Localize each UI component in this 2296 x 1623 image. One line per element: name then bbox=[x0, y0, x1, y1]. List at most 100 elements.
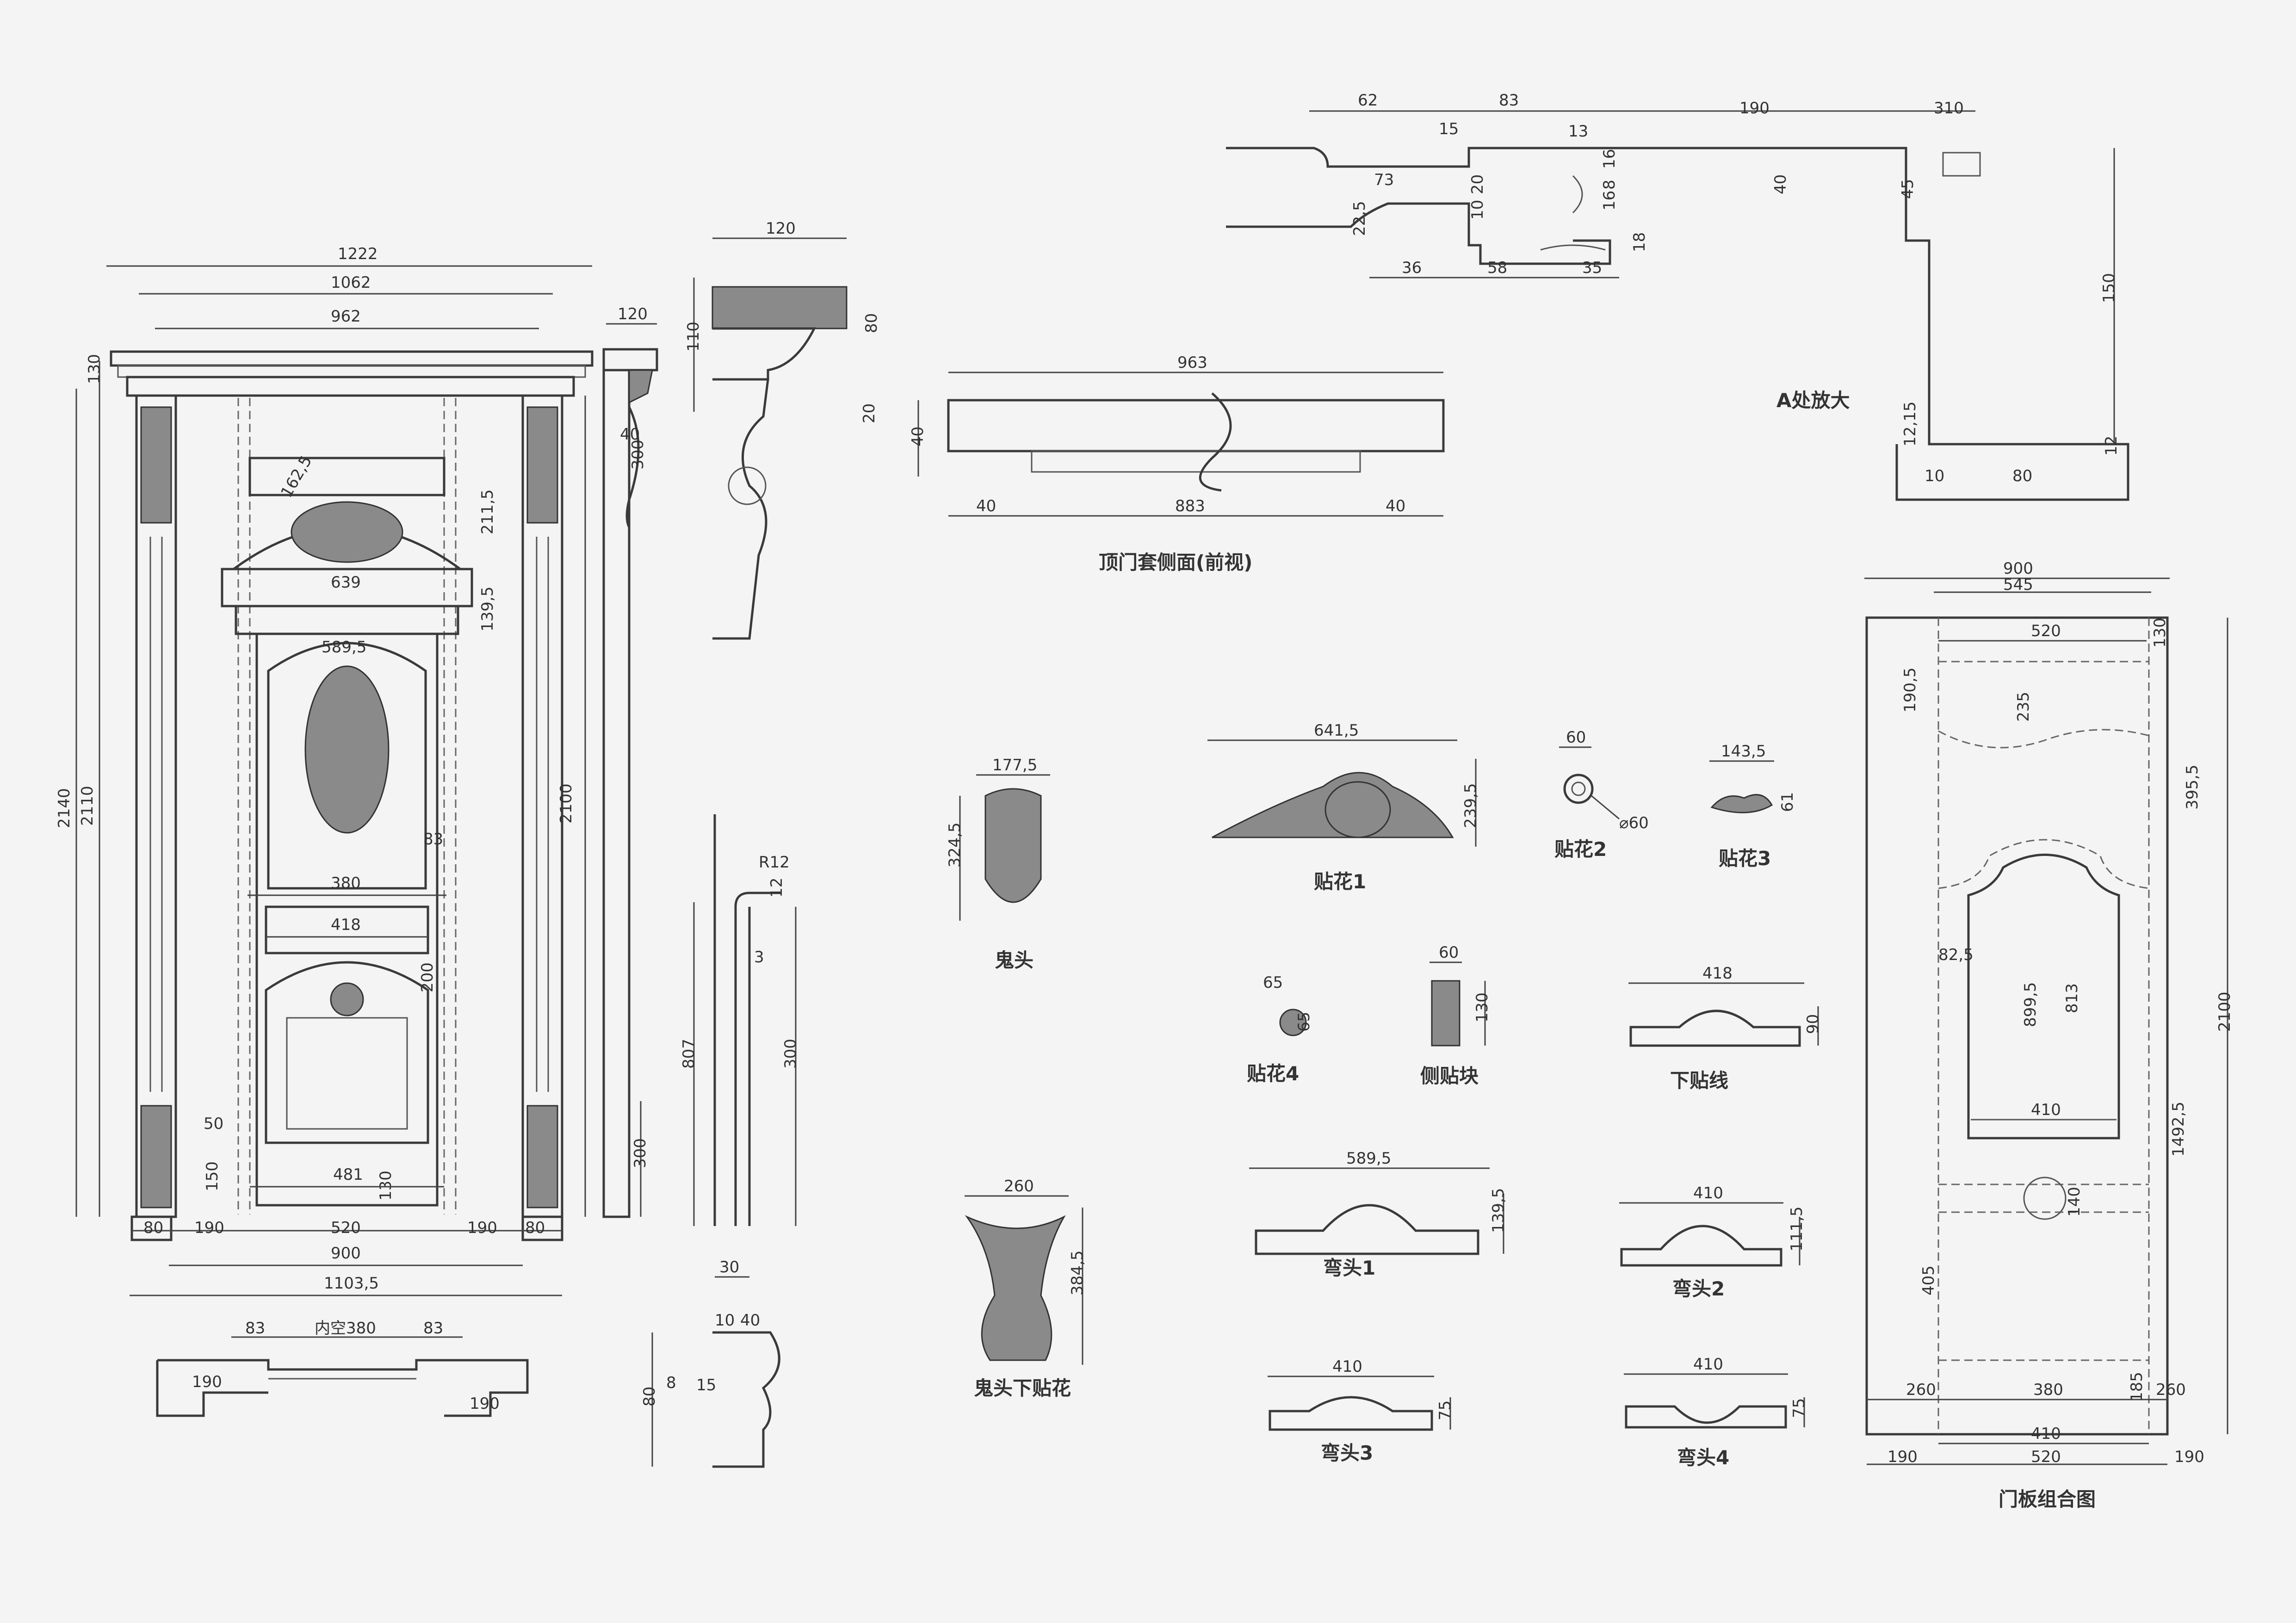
dim-80-left: 80 bbox=[143, 1219, 163, 1237]
part-wantou3: 410 75 弯头3 bbox=[1268, 1357, 1454, 1464]
detail-sub-12: 12 bbox=[2102, 436, 2121, 456]
cetiekuai-label: 侧贴块 bbox=[1420, 1065, 1479, 1087]
front-mid-883: 883 bbox=[1175, 497, 1205, 515]
dim-481: 481 bbox=[333, 1165, 363, 1184]
detail-sub-10: 10 bbox=[1468, 200, 1487, 220]
detail-sub-20: 20 bbox=[1468, 174, 1487, 194]
dim-1222: 1222 bbox=[338, 245, 378, 263]
detail-top-310: 310 bbox=[1934, 99, 1964, 118]
part-tiehua2: 60 ⌀60 贴花2 bbox=[1554, 728, 1649, 861]
panel-side-410: 410 bbox=[2031, 1101, 2061, 1119]
detail-sub-15: 15 bbox=[1439, 120, 1459, 138]
door-center-carving bbox=[304, 665, 390, 834]
cetiekuai-width: 60 bbox=[1439, 943, 1459, 962]
detail-sub-18: 18 bbox=[1630, 232, 1649, 252]
dim-130-inner: 130 bbox=[377, 1171, 395, 1201]
plan-83-left: 83 bbox=[245, 1319, 265, 1338]
dim-1062: 1062 bbox=[331, 273, 371, 292]
wantou4-height: 75 bbox=[1790, 1398, 1808, 1418]
detail-sub-73: 73 bbox=[1374, 171, 1394, 189]
panel-bottom-260-left: 260 bbox=[1906, 1381, 1936, 1399]
part-cetiekuai: 60 130 侧贴块 bbox=[1420, 943, 1491, 1087]
side-dim-300b: 300 bbox=[631, 1138, 650, 1168]
wantou3-profile bbox=[1269, 1396, 1433, 1431]
panel-bottom-185: 185 bbox=[2128, 1372, 2146, 1402]
panel-top-545: 545 bbox=[2003, 576, 2033, 594]
cornice-profile: 120 110 80 20 bbox=[684, 219, 881, 640]
dim-2140: 2140 bbox=[55, 788, 74, 828]
dim-190-left: 190 bbox=[194, 1219, 224, 1237]
panel-side-395-5: 395,5 bbox=[2183, 765, 2202, 810]
dim-962: 962 bbox=[331, 307, 361, 326]
panel-rosette bbox=[2023, 1177, 2067, 1220]
wantou2-width: 410 bbox=[1693, 1184, 1723, 1202]
detail-sub-16a: 16 bbox=[1600, 149, 1619, 169]
tiehua3-carving bbox=[1710, 794, 1773, 813]
part-guitou: 177,5 324,5 鬼头 bbox=[946, 756, 1050, 972]
side-cornice-profile bbox=[628, 369, 653, 404]
dim-1103-5: 1103,5 bbox=[324, 1274, 379, 1293]
detail-a-title: A处放大 bbox=[1776, 389, 1850, 412]
door-elevation: 1222 1062 962 130 2140 2110 bbox=[55, 245, 594, 1296]
panel-side-1492-5: 1492,5 bbox=[2169, 1102, 2188, 1157]
detail-sub-12-15: 12,15 bbox=[1901, 402, 1919, 446]
dim-2110: 2110 bbox=[78, 786, 97, 826]
dim-83: 83 bbox=[423, 830, 443, 849]
detail-top-190: 190 bbox=[1739, 99, 1770, 118]
panel-top-900: 900 bbox=[2003, 559, 2033, 578]
detail-sub-150: 150 bbox=[2100, 273, 2118, 303]
part-wantou2: 410 111,5 弯头2 bbox=[1619, 1184, 1806, 1300]
part-tiehua1: 641,5 239,5 贴花1 bbox=[1207, 721, 1480, 893]
wantou3-width: 410 bbox=[1332, 1357, 1362, 1376]
detail-top-62: 62 bbox=[1358, 91, 1378, 110]
side-narrow-section: 120 40 300 300 bbox=[602, 305, 658, 1218]
guitou-height: 324,5 bbox=[946, 823, 964, 867]
tiehua3-label: 贴花3 bbox=[1719, 847, 1771, 870]
tiehua3-width: 143,5 bbox=[1721, 742, 1766, 761]
jamb-d3: 3 bbox=[754, 948, 764, 966]
xiatiexian-profile bbox=[1629, 1010, 1801, 1047]
dim-418: 418 bbox=[331, 916, 361, 934]
panel-bottom-380: 380 bbox=[2033, 1381, 2063, 1399]
wantou1-label: 弯头1 bbox=[1323, 1257, 1375, 1279]
guitou-label: 鬼头 bbox=[995, 949, 1034, 972]
jamb-h807: 807 bbox=[680, 1039, 698, 1069]
jamb-section: R12 12 3 807 300 30 10 40 8 15 80 bbox=[640, 814, 800, 1468]
panel-side-82-5: 82,5 bbox=[1938, 946, 1974, 964]
dim-200: 200 bbox=[418, 962, 437, 992]
wantou1-height: 139,5 bbox=[1489, 1188, 1508, 1233]
part-wantou4: 410 75 弯头4 bbox=[1624, 1355, 1808, 1469]
tiehua4-carving bbox=[1279, 1009, 1307, 1036]
side-dim-300: 300 bbox=[629, 440, 647, 470]
detail-sub-8: 8 bbox=[1600, 180, 1619, 190]
jamb-d15: 15 bbox=[696, 1376, 716, 1394]
panel-side-813: 813 bbox=[2063, 983, 2081, 1013]
guitou-xia-width: 260 bbox=[1004, 1177, 1034, 1196]
panel-side-899-5: 899,5 bbox=[2021, 982, 2040, 1027]
side-dim-40: 40 bbox=[620, 425, 640, 444]
guitou-width: 177,5 bbox=[992, 756, 1037, 774]
xiatiexian-label: 下贴线 bbox=[1670, 1069, 1728, 1092]
panel-side-190-5: 190,5 bbox=[1901, 668, 1919, 712]
panel-side-140: 140 bbox=[2065, 1187, 2084, 1217]
tiehua4-height: 65 bbox=[1295, 1012, 1313, 1032]
xiatiexian-width: 418 bbox=[1702, 964, 1733, 983]
dim-80-right: 80 bbox=[525, 1219, 545, 1237]
dim-162-5: 162,5 bbox=[277, 452, 316, 501]
cornice-width-120: 120 bbox=[766, 219, 796, 238]
frame-plan-section: 内空380 83 83 190 190 bbox=[156, 1319, 529, 1417]
pilaster-carving-bottom-right bbox=[526, 1105, 558, 1208]
guitou-xia-height: 384,5 bbox=[1068, 1251, 1087, 1295]
wantou3-label: 弯头3 bbox=[1321, 1442, 1373, 1464]
pilaster-carving-top-left bbox=[140, 406, 172, 524]
wantou4-width: 410 bbox=[1693, 1355, 1723, 1374]
door-mid-rosette bbox=[330, 982, 364, 1016]
panel-side-405: 405 bbox=[1919, 1265, 1938, 1295]
dim-150: 150 bbox=[203, 1161, 222, 1191]
dim-520: 520 bbox=[331, 1219, 361, 1237]
cornice-h-110: 110 bbox=[684, 322, 703, 352]
tiehua4-width: 65 bbox=[1263, 973, 1283, 992]
tiehua3-height: 61 bbox=[1778, 792, 1797, 812]
detail-sub-35: 35 bbox=[1582, 259, 1602, 277]
